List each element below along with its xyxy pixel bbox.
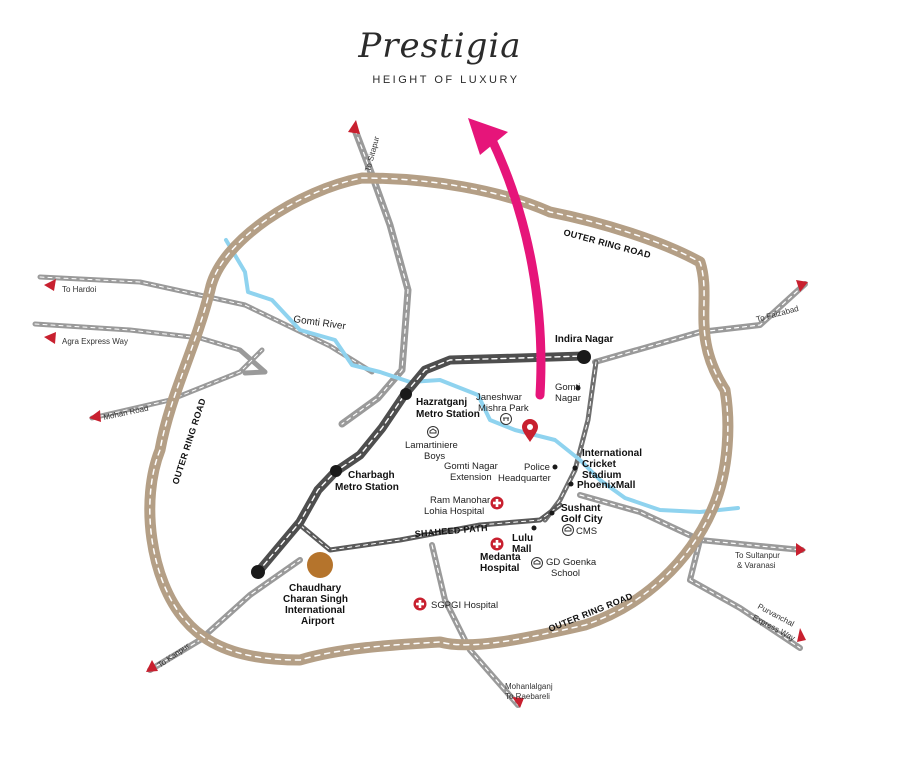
lamartiniere-label-1: Lamartiniere <box>405 440 458 451</box>
to-sultanpur-label-2: & Varanasi <box>737 561 776 570</box>
sushant-golf-label-2: Golf City <box>561 514 603 525</box>
rml-hospital-label-1: Ram Manohar <box>430 495 490 506</box>
school-icon <box>427 426 439 438</box>
charbagh-label-2: Metro Station <box>335 482 399 493</box>
gn-extension-label-1: Gomti Nagar <box>444 461 498 472</box>
phoenix-mall-label: PhoenixMall <box>577 480 636 491</box>
cricket-stadium-label-1: International <box>582 448 642 459</box>
gomti-river <box>224 238 740 514</box>
hazratganj-label-2: Metro Station <box>416 409 480 420</box>
metro-station-dot-icon <box>330 465 342 477</box>
hazratganj-label-1: Hazratganj <box>416 397 467 408</box>
direction-arrow-icon <box>44 279 56 291</box>
hospital-cross-icon <box>413 597 427 611</box>
police-label-2: Headquarter <box>498 473 551 484</box>
school-icons <box>427 413 574 569</box>
direction-arrow-icon <box>348 120 360 134</box>
airport-label-4: Airport <box>301 616 335 627</box>
hospital-cross-icon <box>490 496 504 510</box>
medanta-label-1: Medanta <box>480 552 521 563</box>
hospital-icons <box>413 496 504 611</box>
brand-tagline: HEIGHT OF LUXURY <box>372 74 519 86</box>
gd-goenka-label-1: GD Goenka <box>546 557 597 568</box>
janeshwar-label-1: Janeshwar <box>476 392 522 403</box>
gn-extension-label-2: Extension <box>450 472 492 483</box>
rml-hospital-label-2: Lohia Hospital <box>424 506 484 517</box>
school-icon <box>562 524 574 536</box>
mohan-road-label: Mohan Road <box>103 404 150 422</box>
gd-goenka-label-2: School <box>551 568 580 579</box>
to-hardoi-label: To Hardoi <box>62 285 96 294</box>
cricket-stadium-label-2: Cricket <box>582 459 617 470</box>
sgpgi-label: SGPGI Hospital <box>431 600 498 611</box>
park-icon <box>500 413 512 425</box>
hospital-cross-icon <box>490 537 504 551</box>
northward-pointer-arrow <box>468 118 546 400</box>
direction-arrow-icon <box>512 697 524 708</box>
janeshwar-label-2: Mishra Park <box>478 403 529 414</box>
outer-ring-road-label-w: OUTER RING ROAD <box>170 397 207 486</box>
mohanlalganj-label-2: To Raebareli <box>505 692 550 701</box>
medanta-label-2: Hospital <box>480 563 520 574</box>
direction-arrow-icon <box>146 660 158 672</box>
metro-station-dot-icon <box>577 350 591 364</box>
to-sultanpur-label-1: To Sultanpur <box>735 551 780 560</box>
direction-arrow-icon <box>796 543 806 556</box>
direction-arrow-icon <box>796 280 808 292</box>
poi-dots <box>531 385 581 531</box>
direction-arrow-icon <box>797 628 806 642</box>
direction-arrow-icon <box>89 410 101 422</box>
airport-circle-icon <box>307 552 333 578</box>
lulu-mall-label-1: Lulu <box>512 533 533 544</box>
metro-station-dot-icon <box>251 565 265 579</box>
brand-name: Prestigia <box>357 26 521 66</box>
cricket-stadium-label-3: Stadium <box>582 470 622 481</box>
metro-stations <box>251 350 591 579</box>
direction-arrows <box>44 120 808 708</box>
agra-expressway-label: Agra Express Way <box>62 337 128 346</box>
airport-label-1: Chaudhary <box>289 583 342 594</box>
sushant-golf-label-1: Sushant <box>561 503 601 514</box>
metro-line <box>253 351 589 577</box>
cms-label: CMS <box>576 526 597 537</box>
shaheed-path-label: SHAHEED PATH <box>414 523 488 539</box>
to-kanpur-label: To Kanpur <box>156 641 191 669</box>
indira-nagar-label: Indira Nagar <box>555 334 613 345</box>
mohanlalganj-label-1: Mohanlalganj <box>505 682 553 691</box>
police-label-1: Police <box>524 462 550 473</box>
airport-label-2: Charan Singh <box>283 594 348 605</box>
lulu-mall-label-2: Mall <box>512 544 532 555</box>
lamartiniere-label-2: Boys <box>424 451 445 462</box>
charbagh-label-1: Charbagh <box>348 470 395 481</box>
outer-ring-road <box>144 172 734 666</box>
metro-station-dot-icon <box>400 388 412 400</box>
direction-arrow-icon <box>44 332 56 344</box>
gomti-nagar-label-1: Gomti <box>555 382 580 393</box>
brand-logo: Prestigia HEIGHT OF LUXURY <box>357 26 521 86</box>
map-pin-icon <box>522 419 538 442</box>
gomti-nagar-label-2: Nagar <box>555 393 581 404</box>
school-icon <box>531 557 543 569</box>
airport-label-3: International <box>285 605 345 616</box>
